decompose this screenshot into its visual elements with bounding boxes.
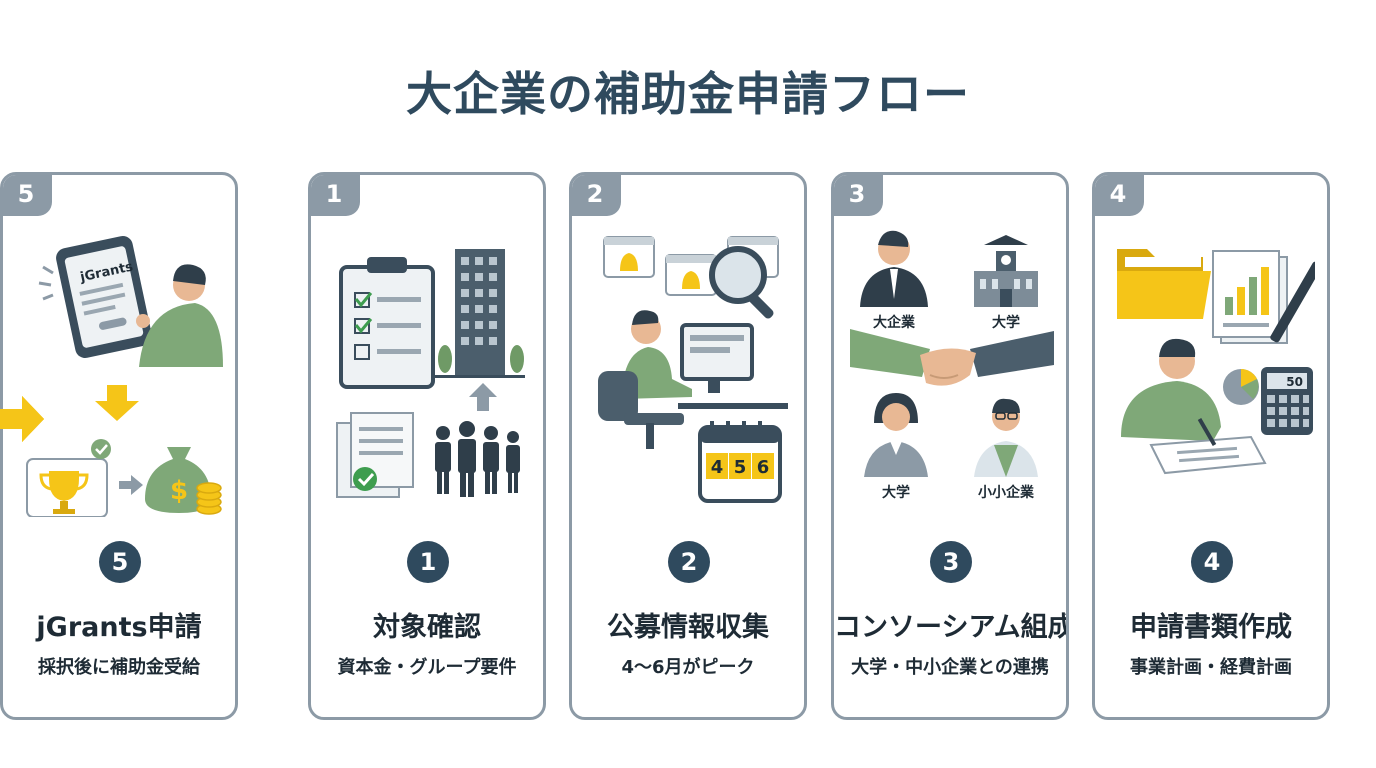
step-number-1: 1 xyxy=(407,541,449,583)
step-title-3: コンソーシアム組成 xyxy=(834,612,1069,643)
flow-arrow-4-5 xyxy=(0,396,44,442)
step-number-5: 5 xyxy=(99,541,141,583)
step-title-4: 申請書類作成 xyxy=(1130,612,1292,643)
step-tab-1: 1 xyxy=(311,175,360,216)
step4-illustration: 50 xyxy=(1117,249,1315,475)
person-writing-icon xyxy=(1121,338,1267,475)
step-title-2: 公募情報収集 xyxy=(607,612,769,643)
step-number-4: 4 xyxy=(1191,541,1233,583)
calendar-month-4: 4 xyxy=(711,457,724,478)
step-card-4: 4 xyxy=(1092,172,1330,720)
checklist-clipboard-icon xyxy=(339,257,435,389)
business-people-icon xyxy=(435,421,520,497)
step-tab-4: 4 xyxy=(1095,175,1144,216)
person-at-computer-icon xyxy=(598,310,788,449)
step1-illustration xyxy=(336,249,525,498)
step3-illustration: 大企業 大学 大学 xyxy=(850,230,1054,501)
step-tab-5: 5 xyxy=(3,175,52,216)
calendar-icon: 4 5 6 xyxy=(698,421,782,503)
tablet-icon: jGrants xyxy=(38,235,152,359)
calendar-month-6: 6 xyxy=(757,457,770,478)
documents-check-icon xyxy=(336,412,414,498)
step-tab-2: 2 xyxy=(572,175,621,216)
step-card-5: 5 jGrants xyxy=(0,172,238,720)
businessman-icon: 大企業 xyxy=(860,230,928,331)
step-sub-4: 事業計画・経費計画 xyxy=(1130,657,1292,678)
pen-icon xyxy=(1270,261,1315,343)
step-card-1: 1 xyxy=(308,172,546,720)
money-bag-icon: $ xyxy=(145,447,211,513)
step-sub-3: 大学・中小企業との連携 xyxy=(851,657,1049,678)
step5-illustration: jGrants $ xyxy=(26,235,223,517)
step-sub-2: 4〜6月がピーク xyxy=(621,657,755,678)
step-number-2: 2 xyxy=(668,541,710,583)
step-title-5: jGrants申請 xyxy=(36,612,202,643)
step-sub-5: 採択後に補助金受給 xyxy=(38,657,200,678)
step-title-1: 対象確認 xyxy=(373,612,481,643)
step-number-3: 3 xyxy=(930,541,972,583)
magnifier-icon xyxy=(709,246,774,319)
trophy-icon xyxy=(26,439,111,517)
label-sme: 小小企業 xyxy=(978,484,1035,501)
person-icon xyxy=(136,264,223,367)
step-tab-3: 3 xyxy=(834,175,883,216)
folder-icon xyxy=(1117,249,1211,319)
right-arrow-icon xyxy=(119,475,143,495)
step-card-2: 2 xyxy=(569,172,807,720)
up-arrow-icon xyxy=(469,383,497,411)
label-university-person: 大学 xyxy=(882,484,910,501)
step2-illustration: 4 5 6 xyxy=(598,236,788,503)
calendar-month-5: 5 xyxy=(734,457,747,478)
university-building-icon: 大学 xyxy=(974,235,1038,331)
step-card-3: 3 大企業 大学 大学 xyxy=(831,172,1069,720)
down-arrow-icon xyxy=(95,385,139,421)
svg-text:$: $ xyxy=(170,476,188,506)
sme-worker-icon: 小小企業 xyxy=(974,398,1038,501)
step-sub-1: 資本金・グループ要件 xyxy=(337,657,517,678)
pie-chart-icon xyxy=(1223,369,1259,405)
woman-icon: 大学 xyxy=(864,393,928,501)
page-title: 大企業の補助金申請フロー xyxy=(406,67,970,121)
calculator-icon: 50 xyxy=(1261,367,1313,435)
calculator-display: 50 xyxy=(1286,375,1303,389)
label-university-building: 大学 xyxy=(992,314,1020,331)
label-large-company: 大企業 xyxy=(873,314,916,331)
handshake-icon xyxy=(850,329,1054,386)
coins-icon xyxy=(196,482,222,515)
office-building-icon xyxy=(435,249,525,378)
